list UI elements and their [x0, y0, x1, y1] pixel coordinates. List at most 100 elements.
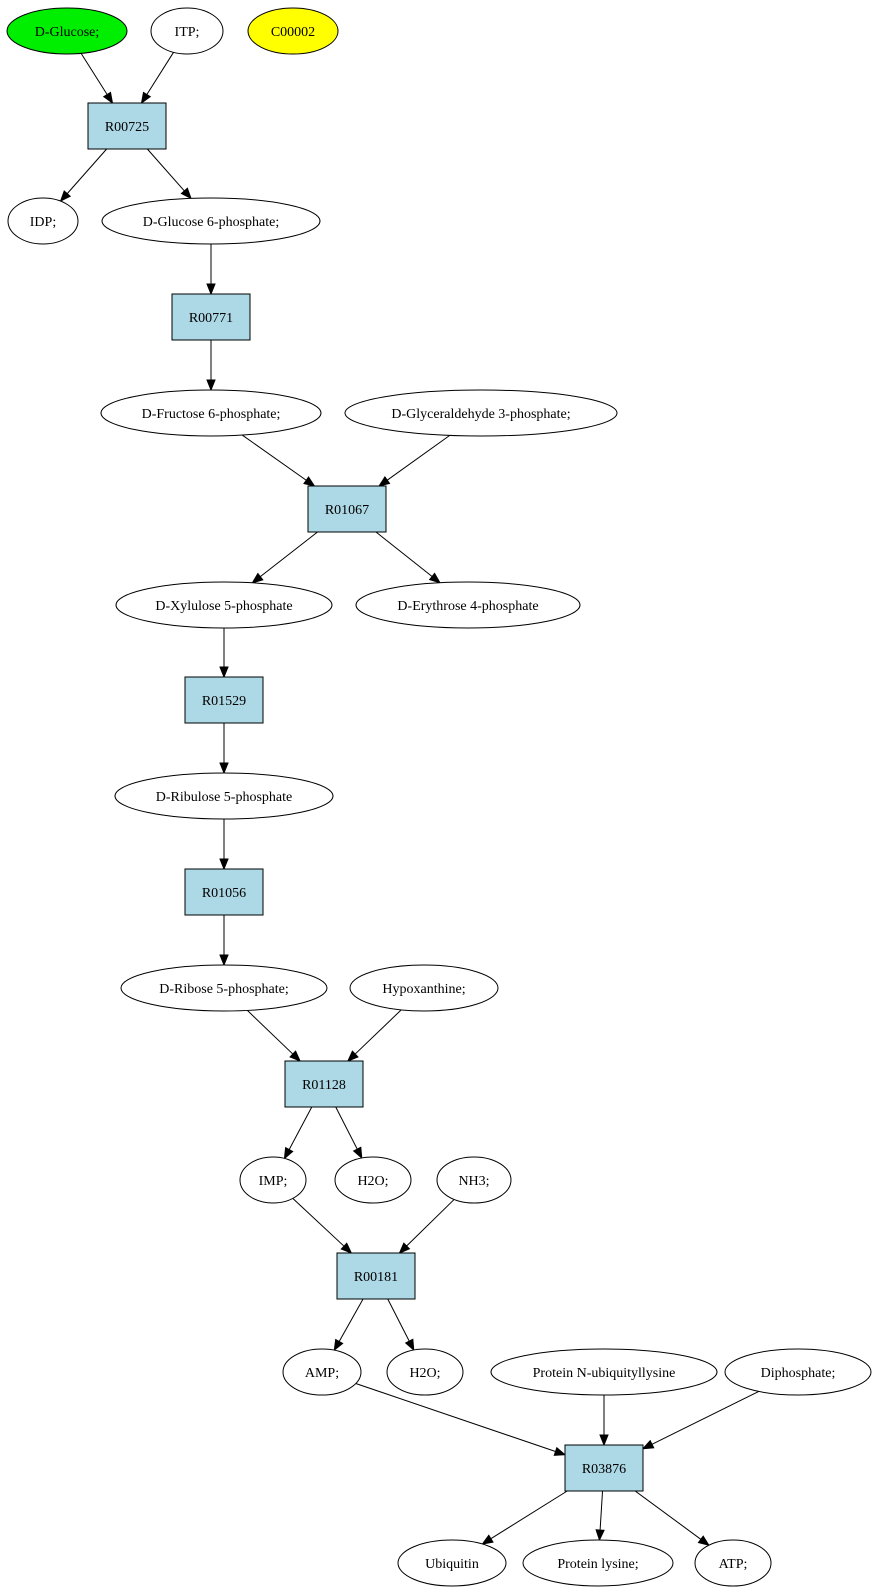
compound-shape	[397, 1539, 507, 1587]
compound-node-ubqlys[interactable]: Protein N-ubiquityllysine	[490, 1348, 718, 1396]
compound-label: D-Glucose;	[35, 25, 100, 40]
compound-shape	[120, 964, 328, 1012]
arrowhead-icon	[352, 1146, 363, 1160]
reaction-box	[184, 868, 264, 916]
reaction-label: R01529	[202, 694, 246, 709]
compound-shape	[334, 1156, 412, 1204]
arrowhead-icon	[428, 572, 441, 584]
reaction-node-r01056[interactable]: R01056	[184, 868, 264, 916]
compound-node-h2o_a[interactable]: H2O;	[334, 1156, 412, 1204]
reaction-label: R00181	[354, 1270, 398, 1285]
compound-node-amp[interactable]: AMP;	[282, 1348, 362, 1396]
compound-node-h2o_b[interactable]: H2O;	[386, 1348, 464, 1396]
compound-node-imp[interactable]: IMP;	[239, 1156, 307, 1204]
compound-node-hypoxanthine[interactable]: Hypoxanthine;	[349, 964, 499, 1012]
compound-node-idp[interactable]: IDP;	[7, 197, 79, 245]
edge-r03876-to-ubiquitin	[481, 1490, 568, 1545]
edge-diphosphate-to-r03876	[641, 1390, 760, 1450]
edge-dglucose-to-r00725	[80, 53, 114, 105]
compound-label: ITP;	[175, 25, 200, 40]
arrowhead-icon	[140, 91, 152, 105]
reaction-box	[564, 1444, 644, 1492]
arrowhead-icon	[219, 954, 229, 967]
arrowhead-icon	[289, 1050, 302, 1062]
edge-ru5p-to-r01056	[219, 819, 229, 871]
edge-f6p-to-r01067	[241, 434, 316, 487]
edge-r03876-to-proteinlys	[595, 1490, 605, 1542]
arrowhead-icon	[481, 1534, 494, 1545]
compound-label: Ubiquitin	[425, 1557, 479, 1572]
compound-label: H2O;	[409, 1366, 440, 1381]
compound-label: C00002	[271, 25, 315, 40]
arrowhead-icon	[180, 187, 192, 200]
reaction-node-r00771[interactable]: R00771	[171, 293, 251, 341]
compound-node-e4p[interactable]: D-Erythrose 4-phosphate	[355, 581, 581, 629]
compound-node-g6p[interactable]: D-Glucose 6-phosphate;	[101, 197, 321, 245]
compound-node-ru5p[interactable]: D-Ribulose 5-phosphate	[114, 772, 334, 820]
arrowhead-icon	[206, 379, 216, 392]
arrowhead-icon	[102, 91, 114, 105]
reaction-label: R00771	[189, 311, 233, 326]
reaction-node-r03876[interactable]: R03876	[564, 1444, 644, 1492]
compound-label: D-Erythrose 4-phosphate	[397, 599, 538, 614]
compound-shape	[150, 7, 224, 55]
compound-label: D-Ribose 5-phosphate;	[159, 982, 288, 997]
arrowhead-icon	[378, 476, 391, 487]
compound-node-x5p[interactable]: D-Xylulose 5-phosphate	[115, 581, 333, 629]
reaction-node-r01067[interactable]: R01067	[307, 485, 387, 533]
compound-node-ubiquitin[interactable]: Ubiquitin	[397, 1539, 507, 1587]
edge-r00181-to-h2o_b	[387, 1298, 415, 1352]
compound-node-c00002[interactable]: C00002	[247, 7, 339, 55]
compound-node-atp[interactable]: ATP;	[694, 1539, 772, 1587]
edge-ubqlys-to-r03876	[599, 1395, 609, 1447]
arrowhead-icon	[340, 1242, 353, 1254]
edge-r01128-to-h2o_a	[335, 1106, 363, 1160]
edge-x5p-to-r01529	[219, 628, 229, 679]
compound-node-itp[interactable]: ITP;	[150, 7, 224, 55]
reaction-node-r01529[interactable]: R01529	[184, 676, 264, 724]
edge-r01529-to-ru5p	[219, 723, 229, 775]
reaction-box	[336, 1252, 416, 1300]
compound-shape	[355, 581, 581, 629]
compound-label: D-Ribulose 5-phosphate	[156, 790, 292, 805]
edge-r01067-to-x5p	[251, 531, 318, 584]
edge-r03876-to-atp	[634, 1490, 710, 1547]
compound-shape	[101, 197, 321, 245]
edge-g6p-to-r00771	[206, 244, 216, 296]
reaction-box	[184, 676, 264, 724]
edge-layer	[59, 52, 760, 1547]
compound-node-f6p[interactable]: D-Fructose 6-phosphate;	[100, 389, 322, 437]
compound-label: AMP;	[305, 1366, 339, 1381]
arrowhead-icon	[333, 1338, 344, 1352]
arrowhead-icon	[641, 1439, 655, 1450]
arrowhead-icon	[283, 1146, 294, 1160]
compound-label: D-Fructose 6-phosphate;	[142, 407, 281, 422]
edge-itp-to-r00725	[140, 52, 174, 105]
compound-node-dglucose[interactable]: D-Glucose;	[6, 7, 128, 55]
compound-label: IMP;	[259, 1174, 288, 1189]
arrowhead-icon	[219, 762, 229, 775]
compound-label: D-Xylulose 5-phosphate	[155, 599, 292, 614]
arrowhead-icon	[398, 1242, 411, 1254]
compound-label: NH3;	[458, 1174, 489, 1189]
compound-node-proteinlys[interactable]: Protein lysine;	[522, 1539, 674, 1587]
compound-node-diphosphate[interactable]: Diphosphate;	[724, 1348, 872, 1396]
reaction-node-r00725[interactable]: R00725	[87, 102, 167, 150]
reaction-label: R01128	[302, 1078, 346, 1093]
compound-node-r5p[interactable]: D-Ribose 5-phosphate;	[120, 964, 328, 1012]
edge-imp-to-r00181	[292, 1198, 353, 1254]
reaction-label: R00725	[105, 120, 149, 135]
reaction-node-r01128[interactable]: R01128	[284, 1060, 364, 1108]
arrowhead-icon	[346, 1050, 359, 1062]
compound-node-gap[interactable]: D-Glyceraldehyde 3-phosphate;	[344, 389, 618, 437]
compound-node-nh3[interactable]: NH3;	[436, 1156, 512, 1204]
compound-shape	[114, 772, 334, 820]
reaction-node-r00181[interactable]: R00181	[336, 1252, 416, 1300]
edge-r00725-to-idp	[59, 148, 108, 203]
arrowhead-icon	[219, 666, 229, 679]
compound-shape	[386, 1348, 464, 1396]
compound-label: Hypoxanthine;	[382, 982, 465, 997]
compound-shape	[344, 389, 618, 437]
edge-r00771-to-f6p	[206, 340, 216, 392]
